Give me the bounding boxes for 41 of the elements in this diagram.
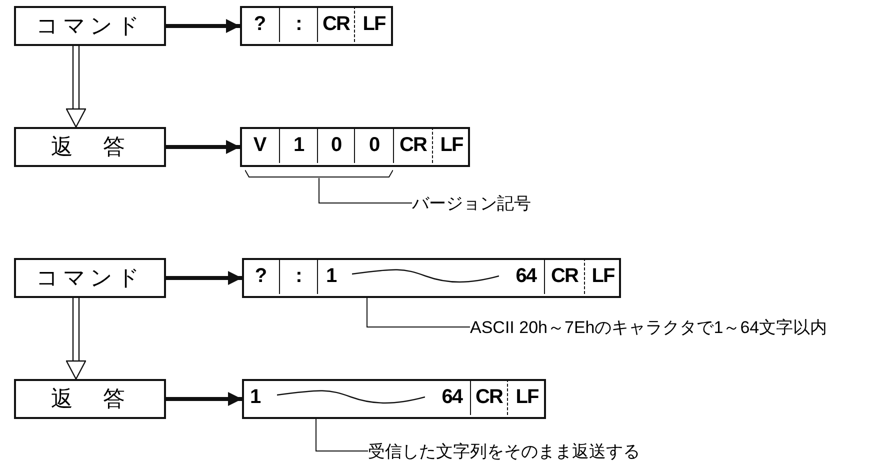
data-cell: : [279, 6, 317, 42]
leader-line [316, 418, 368, 452]
data-cell: CR [317, 6, 354, 42]
bracket [245, 170, 393, 178]
hollow-arrow [66, 45, 86, 128]
arrow [166, 19, 240, 33]
label-box: コマンド [14, 6, 166, 46]
note-text: 受信した文字列をそのまま返送する [368, 440, 698, 462]
data-cell: ? [242, 258, 279, 294]
range-start: 1 [326, 264, 336, 288]
data-cell: V [240, 127, 279, 163]
data-cell: LF [507, 379, 546, 415]
data-cell: LF [432, 127, 470, 163]
data-cell: 0 [317, 127, 354, 163]
frame-box [242, 258, 621, 298]
arrow [166, 140, 240, 154]
label-box: 返 答 [14, 127, 166, 167]
note-text: ASCII 20h～7Ehのキャラクタで1～64文字以内 [470, 316, 890, 338]
data-cell: CR [393, 127, 432, 163]
frame-box [240, 127, 470, 167]
data-cell: 1 [279, 127, 317, 163]
range-end: 64 [442, 386, 462, 408]
hollow-arrow [66, 297, 86, 380]
note-text: バージョン記号 [412, 192, 552, 214]
label-box: 返 答 [14, 379, 166, 419]
data-cell: ? [240, 6, 279, 42]
frame-box [242, 379, 546, 419]
arrow [166, 271, 242, 285]
data-cell: 0 [354, 127, 393, 163]
data-cell: : [279, 258, 317, 294]
data-cell: CR [544, 258, 584, 294]
data-cell: LF [354, 6, 393, 42]
arrow [166, 392, 242, 406]
label-box: コマンド [14, 258, 166, 298]
frame-box [240, 6, 393, 46]
data-cell: CR [470, 379, 507, 415]
range-start: 1 [250, 386, 260, 408]
range-end: 64 [516, 264, 536, 288]
data-cell: LF [584, 258, 621, 294]
leader-line [318, 178, 412, 204]
leader-line [366, 298, 470, 328]
